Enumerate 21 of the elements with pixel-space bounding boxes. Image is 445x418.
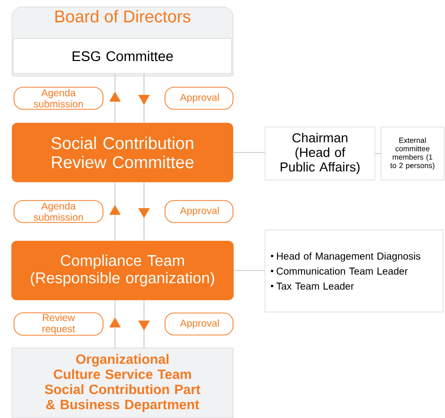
team-box: Compliance Team (Responsible organization): [11, 240, 234, 300]
arrow: [109, 73, 121, 124]
committee-box: ESG Committee: [13, 38, 232, 74]
arrow: [138, 182, 150, 242]
arrow: [109, 182, 121, 242]
edge-label: Approval: [164, 86, 234, 110]
arrow: [138, 300, 150, 348]
member-box: Chairman (Head of Public Affairs): [264, 126, 376, 180]
arrow: [109, 300, 121, 348]
edge-label: Approval: [164, 312, 234, 336]
connector-line: [232, 152, 266, 153]
edge-label: Agenda submission: [14, 86, 104, 110]
edge-label: Review request: [14, 312, 104, 336]
edge-label: Agenda submission: [14, 200, 104, 223]
arrow: [138, 73, 150, 124]
connector-line: [233, 270, 266, 271]
edge-label: Approval: [164, 200, 234, 223]
connector-line: [374, 153, 382, 154]
committee-box: Social Contribution Review Committee: [12, 122, 234, 182]
member-list-box: Head of Management Diagnosis Communication Team Leader Tax Team Leader: [264, 230, 444, 312]
department-box: Organizational Culture Service Team Social Contribution Part & Business Department: [12, 348, 234, 418]
